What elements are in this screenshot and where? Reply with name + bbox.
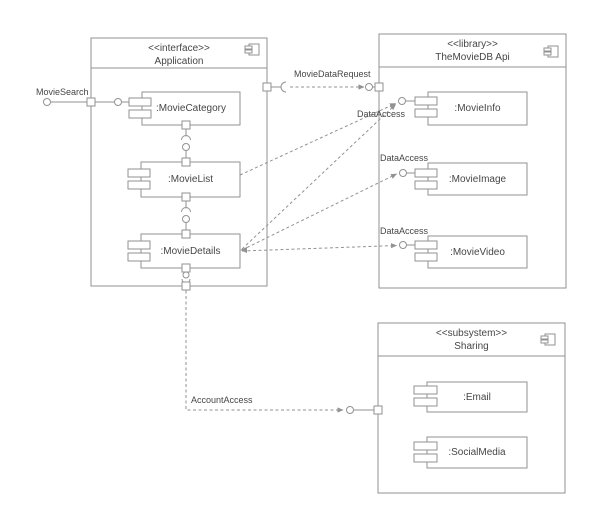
- label-data-access-video: DataAccess: [380, 226, 429, 236]
- connector-account-access: [185, 290, 374, 413]
- port-app-bottom: [181, 281, 191, 291]
- ball-list-details: [182, 215, 190, 223]
- component-label-movie-category: :MovieCategory: [155, 103, 227, 114]
- port-list-top: [181, 157, 191, 167]
- component-label-email: :Email: [463, 391, 491, 403]
- component-icon: [244, 43, 260, 56]
- component-label-movie-image: :MovieImage: [448, 173, 507, 185]
- package-themoviedb-header: <<library>> TheMovieDB Api: [379, 38, 566, 64]
- component-movie-video: [414, 235, 528, 269]
- required-socket: [280, 81, 287, 93]
- component-label-movie-info: :MovieInfo: [454, 103, 501, 114]
- label-data-access-info: DataAccess: [357, 109, 406, 119]
- ball-data-access-video: [399, 241, 407, 249]
- label-movie-search: MovieSearch: [36, 87, 89, 97]
- component-label-movie-list: :MovieList: [167, 174, 213, 185]
- component-label-social-media: :SocialMedia: [448, 447, 506, 458]
- interface-balls: [43, 83, 407, 414]
- package-name: TheMovieDB Api: [435, 52, 510, 63]
- connector-data-access-image: [241, 172, 415, 251]
- label-movie-data-request: MovieDataRequest: [294, 69, 371, 79]
- ball-data-access-image: [399, 169, 407, 177]
- connector-list-details: [181, 201, 191, 230]
- package-sharing: [377, 322, 566, 494]
- component-icon: [543, 45, 559, 58]
- connector-category-list: [181, 129, 191, 158]
- port-tmdb-left: [374, 82, 384, 92]
- port-app-left: [86, 97, 96, 107]
- component-label-movie-details: :MovieDetails: [160, 245, 221, 257]
- component-movie-info: [414, 91, 528, 126]
- required-socket: [181, 135, 191, 141]
- ball-category-list: [182, 143, 190, 151]
- package-stereotype: <<subsystem>>: [435, 328, 508, 339]
- port-details-top: [181, 229, 191, 239]
- ports: [86, 82, 384, 415]
- port-list-bottom: [181, 192, 191, 202]
- component-movie-category: [128, 91, 241, 126]
- ball-data-access-info: [398, 97, 406, 105]
- required-socket: [181, 207, 191, 213]
- ball-details-bottom: [182, 271, 190, 279]
- connector-data-access-video: [241, 243, 415, 252]
- package-name: Sharing: [454, 341, 489, 352]
- ball-account-access: [346, 406, 354, 414]
- port-app-right: [262, 82, 272, 92]
- package-name: Application: [154, 56, 204, 67]
- connector-movie-data-request: [271, 81, 375, 93]
- label-data-access-image: DataAccess: [380, 153, 429, 163]
- label-account-access: AccountAccess: [191, 395, 253, 405]
- ball-category-left: [114, 98, 122, 106]
- component-movie-image: [414, 162, 528, 196]
- dependency-arrowhead: [240, 247, 247, 253]
- port-sharing-left: [373, 405, 383, 415]
- port-category-bottom: [181, 120, 191, 130]
- package-sharing-header: <<subsystem>> Sharing: [378, 327, 565, 353]
- component-movie-details: [127, 233, 241, 269]
- package-stereotype: <<library>>: [447, 39, 498, 50]
- connector-data-access-info: [239, 100, 415, 250]
- component-icon: [540, 333, 556, 346]
- ball-movie-search: [43, 98, 51, 106]
- package-stereotype: <<interface>>: [148, 43, 210, 54]
- component-label-movie-video: :MovieVideo: [450, 246, 505, 258]
- ball-movie-data-request: [365, 83, 373, 91]
- component-email: [413, 381, 528, 413]
- package-application-header: <<interface>> Application: [91, 42, 267, 68]
- component-social-media: [413, 436, 528, 469]
